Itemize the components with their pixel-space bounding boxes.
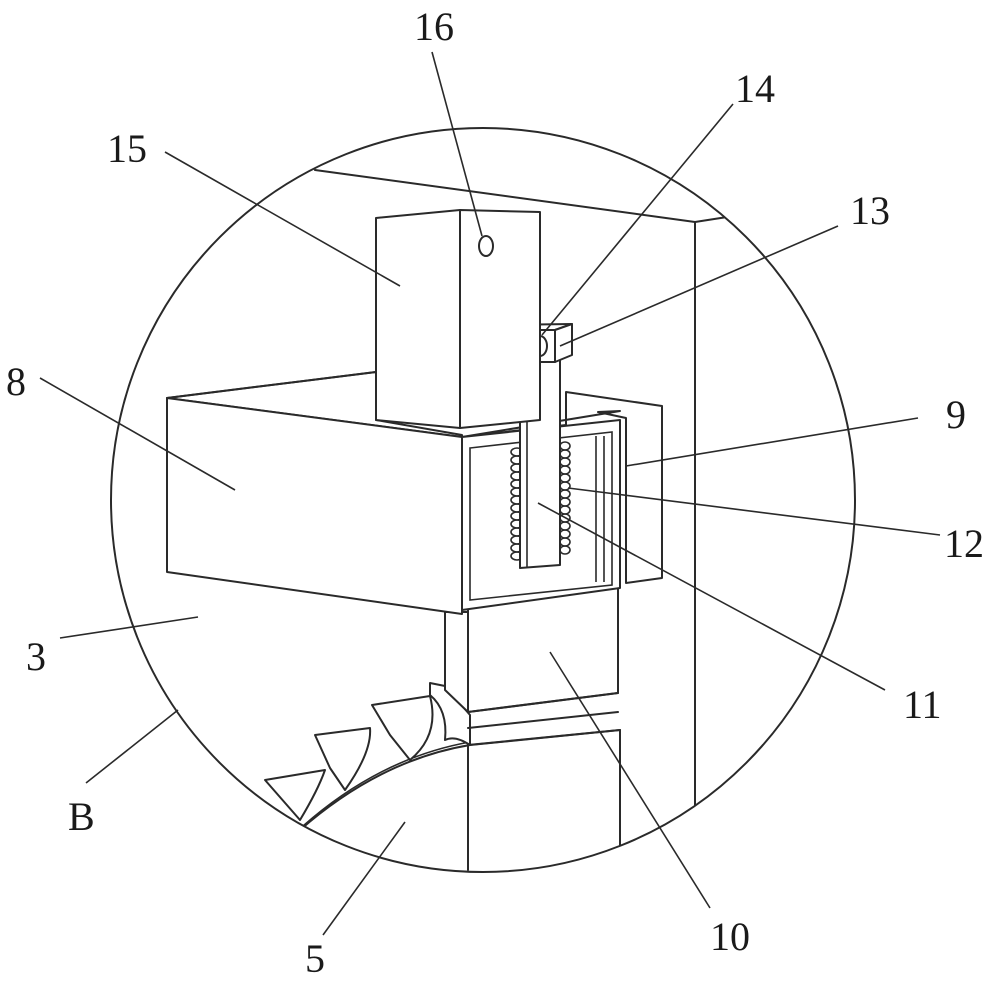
housing-9-top (461, 391, 663, 584)
label-16: 16 (414, 4, 454, 49)
detail-view-circle (110, 127, 856, 873)
box-15-front (375, 209, 461, 429)
block-10-bottom-edge (467, 692, 619, 713)
leader-10 (549, 651, 711, 909)
ratchet-tooth (314, 727, 372, 791)
leader-15 (164, 151, 401, 287)
box-15-side (459, 209, 541, 429)
leader-9 (625, 417, 919, 467)
support-post-shelf (467, 729, 621, 746)
label-11: 11 (903, 682, 942, 727)
ratchet-tooth (264, 769, 326, 821)
leader-3 (59, 616, 199, 639)
leader-lines (39, 51, 941, 936)
frame-top-edge (314, 169, 696, 223)
leader-12 (567, 487, 941, 536)
reference-labels: 16 14 15 13 8 9 12 3 11 B 10 5 (6, 4, 984, 981)
label-9: 9 (946, 392, 966, 437)
leader-13 (559, 225, 839, 347)
wheel-5-rim (299, 729, 621, 831)
housing-9-inner-back (469, 431, 613, 601)
leader-5 (322, 821, 406, 936)
leader-11 (537, 502, 886, 691)
leader-14 (541, 103, 734, 336)
label-14: 14 (735, 66, 775, 111)
label-12: 12 (944, 521, 984, 566)
leader-16 (431, 51, 483, 237)
leader-B (85, 709, 179, 784)
label-13: 13 (850, 188, 890, 233)
wheel-5-inner-rim (302, 741, 471, 827)
label-B: B (68, 794, 95, 839)
label-8: 8 (6, 359, 26, 404)
frame-top-edge-right (694, 214, 741, 223)
hole-16 (478, 235, 494, 257)
ratchet-tooth (371, 695, 434, 761)
housing-8-front (166, 397, 463, 615)
cap-block-13-side (554, 323, 573, 363)
label-10: 10 (710, 914, 750, 959)
label-15: 15 (107, 126, 147, 171)
mechanism-assembly (166, 169, 741, 871)
label-3: 3 (26, 634, 46, 679)
leader-8 (39, 377, 236, 491)
label-5: 5 (305, 936, 325, 981)
housing-8-top-back (166, 371, 377, 399)
block-10-bottom-edge (467, 711, 619, 729)
